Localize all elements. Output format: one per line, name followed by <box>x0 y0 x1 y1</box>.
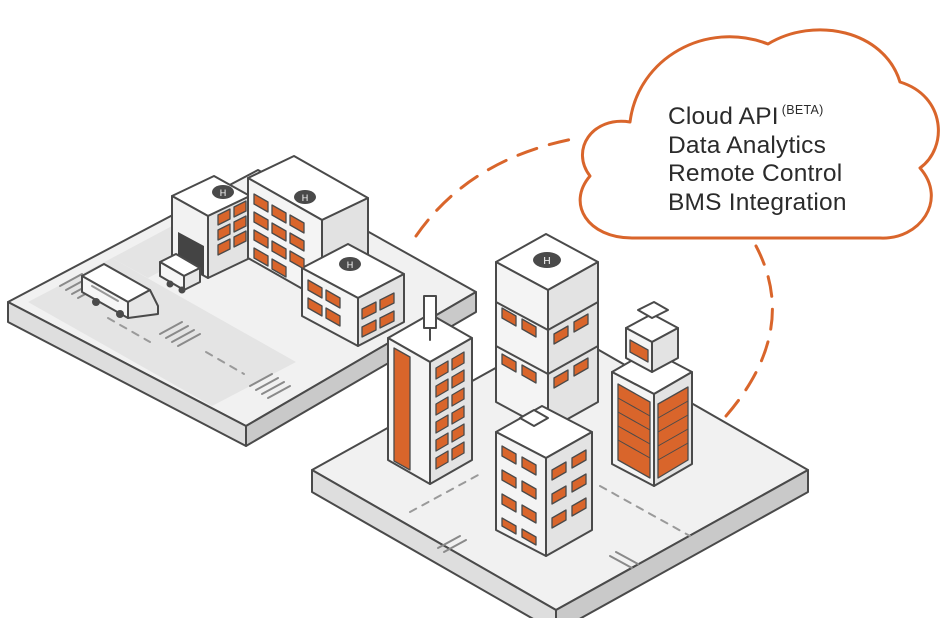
feature-cloud-api: Cloud API(BETA) <box>668 96 847 132</box>
feature-label: Data Analytics <box>668 131 827 159</box>
office-tower <box>495 405 593 557</box>
beta-badge: (BETA) <box>781 103 824 117</box>
ambulance <box>81 263 159 319</box>
svg-text:H: H <box>220 188 227 198</box>
feature-remote-control: Remote Control <box>668 160 847 189</box>
hospital-building <box>171 155 405 347</box>
feature-label: Remote Control <box>668 160 843 187</box>
office-tower <box>611 301 693 487</box>
office-tower <box>387 295 473 485</box>
connection-path <box>414 136 774 418</box>
svg-text:H: H <box>347 260 354 270</box>
crosswalk <box>59 273 291 399</box>
feature-label: Cloud API <box>668 103 779 130</box>
crosswalk <box>437 535 639 569</box>
svg-text:H: H <box>302 193 309 203</box>
office-tower: H <box>495 233 599 431</box>
cloud-feature-list: Cloud API(BETA) Data Analytics Remote Co… <box>668 96 847 217</box>
svg-text:H: H <box>543 256 550 267</box>
feature-data-analytics: Data Analytics <box>668 132 847 161</box>
feature-label: BMS Integration <box>668 188 847 216</box>
cloud-icon <box>578 28 940 240</box>
ambulance <box>159 253 201 294</box>
helipad-icon <box>533 252 561 268</box>
feature-bms-integration: BMS Integration <box>668 189 847 218</box>
helipad-icon: H H H <box>212 185 361 271</box>
